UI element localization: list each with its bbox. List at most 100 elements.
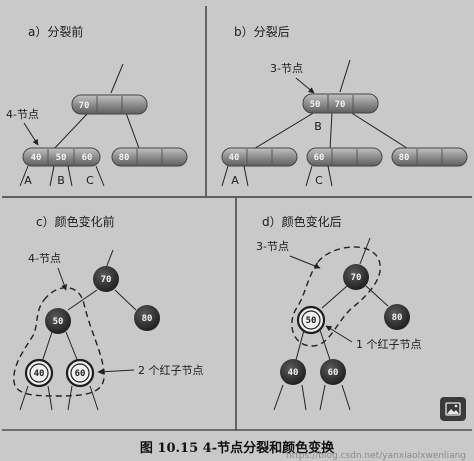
- panel-d-node-60-key: 60: [328, 368, 339, 378]
- panel-b: b）分裂后 3-节点 50 70 B 40 60: [221, 25, 468, 187]
- panel-d-three-node-outline: [291, 246, 381, 347]
- panel-a-edge-right: [125, 112, 141, 152]
- panel-a-subtree-c: C: [86, 174, 94, 187]
- panel-c-edge: [105, 249, 114, 269]
- panel-b-parent-key-50: 50: [310, 100, 321, 110]
- panel-a-edge-in: [110, 63, 124, 94]
- panel-b-right-node: 80: [391, 147, 468, 167]
- panel-c-node-50-key: 50: [53, 317, 64, 327]
- panel-b-edge-left: [251, 111, 316, 151]
- panel-d-edge: [359, 237, 371, 265]
- panel-b-node-label: 3-节点: [270, 62, 303, 75]
- panel-b-edge-in: [339, 59, 351, 93]
- panel-b-subtree-edge: [221, 165, 229, 187]
- panel-c-node-40-key: 40: [34, 369, 45, 379]
- panel-d-red-label: 1 个红子节点: [356, 338, 422, 351]
- panel-a-key-40: 40: [31, 153, 42, 163]
- panel-b-subtree-edge: [327, 165, 333, 187]
- panel-d-edge: [341, 384, 351, 411]
- panel-d-edge: [365, 285, 389, 307]
- panel-c-edge: [41, 331, 53, 363]
- panel-d-node-40: [280, 359, 306, 385]
- panel-a-subtree-a: A: [24, 174, 32, 187]
- panel-d-node-50-key: 50: [306, 316, 317, 326]
- panel-c-label-arrow: [57, 267, 67, 291]
- panel-b-left-node: 40: [221, 147, 298, 167]
- panel-c-node-80-key: 80: [142, 314, 153, 324]
- panel-d-edge: [321, 285, 348, 309]
- panel-b-parent-node: 50 70: [302, 93, 379, 114]
- panel-a-title: a）分裂前: [28, 24, 83, 39]
- panel-c-edge: [65, 331, 79, 363]
- panel-c-node-70: [93, 266, 119, 292]
- panel-a-subtree-edge: [19, 165, 29, 187]
- watermark-text: https://blog.csdn.net/yanxiaolxwenliang: [286, 451, 466, 461]
- panel-a: a）分裂前 70 40 50 60 80 4-节点: [6, 24, 188, 187]
- picture-icon[interactable]: [440, 397, 466, 421]
- panel-b-parent-key-70: 70: [335, 100, 346, 110]
- panel-c-edge: [19, 385, 29, 411]
- panel-c: c）颜色变化前 4-节点 70 80 50 40 60 2 个红子节点: [13, 214, 204, 411]
- panel-c-node-60-key: 60: [75, 369, 86, 379]
- panel-c-edge: [67, 385, 73, 411]
- panel-c-edge: [47, 385, 53, 411]
- panel-d-edge: [295, 329, 305, 361]
- panel-a-subtree-b: B: [57, 174, 65, 187]
- panel-d-edge: [301, 384, 307, 411]
- panel-c-node-40-ring: [29, 363, 49, 383]
- panel-b-title: b）分裂后: [234, 25, 290, 39]
- panel-b-edge-mid: [329, 111, 333, 151]
- panel-c-red-arrow: [97, 368, 135, 375]
- panel-a-node-label: 4-节点: [6, 108, 39, 121]
- panel-c-four-node-outline: [13, 286, 105, 397]
- panel-d-edge: [319, 329, 331, 361]
- panel-d-node-70-key: 70: [351, 273, 362, 283]
- panel-c-edge: [67, 289, 98, 311]
- panel-c-node-60-ring: [70, 363, 90, 383]
- panel-d-node-40-key: 40: [288, 368, 299, 378]
- panel-d: d）颜色变化后 3-节点 70 80 50 40 60 1 个红子节点: [256, 214, 422, 411]
- panel-d-red-arrow: [325, 325, 353, 343]
- panel-c-node-50: [45, 308, 71, 334]
- panel-d-edge: [273, 384, 284, 411]
- panel-b-edge-right: [349, 111, 411, 151]
- panel-a-parent-key: 70: [79, 101, 90, 111]
- panel-a-subtree-edge: [95, 165, 105, 187]
- panel-b-key-40: 40: [229, 153, 240, 163]
- panel-b-subtree-edge: [305, 165, 313, 187]
- panel-a-subtree-edge: [49, 165, 55, 187]
- panel-a-key-50: 50: [56, 153, 67, 163]
- panel-b-mid-node: 60: [306, 147, 383, 167]
- panel-b-key-80: 80: [399, 153, 410, 163]
- panel-c-edge: [89, 385, 99, 411]
- panel-a-label-arrow: [23, 122, 39, 146]
- panel-a-key-80: 80: [119, 153, 130, 163]
- panel-d-node-70: [343, 264, 369, 290]
- panel-b-subtree-a: A: [231, 174, 239, 187]
- panel-a-sibling-node: 80: [111, 147, 188, 167]
- panel-c-node-70-key: 70: [101, 275, 112, 285]
- panel-c-node-label: 4-节点: [28, 252, 61, 265]
- panel-d-node-60: [320, 359, 346, 385]
- panel-b-key-60: 60: [314, 153, 325, 163]
- panel-c-title: c）颜色变化前: [36, 214, 115, 229]
- panel-c-edge: [114, 289, 137, 311]
- panel-d-node-50-ring: [301, 310, 321, 330]
- panel-a-edge-left: [51, 112, 89, 152]
- figure-caption: 图 10.15 4-节点分裂和颜色变换: [140, 440, 335, 456]
- panel-b-subtree-c: C: [315, 174, 323, 187]
- panel-d-node-80-key: 80: [392, 313, 403, 323]
- panel-b-subtree-edge: [243, 165, 249, 187]
- panel-a-parent-node: 70: [71, 94, 148, 115]
- panel-a-key-60: 60: [82, 153, 93, 163]
- panel-d-edge: [319, 384, 326, 411]
- panel-c-node-80: [134, 305, 160, 331]
- panel-c-red-label: 2 个红子节点: [138, 364, 204, 377]
- panel-d-title: d）颜色变化后: [262, 214, 342, 229]
- panel-b-label-arrow: [295, 77, 315, 94]
- panel-d-node-80: [384, 304, 410, 330]
- panel-a-four-node: 40 50 60: [22, 147, 101, 167]
- panel-d-node-label: 3-节点: [256, 240, 289, 253]
- panel-a-subtree-edge: [67, 165, 73, 187]
